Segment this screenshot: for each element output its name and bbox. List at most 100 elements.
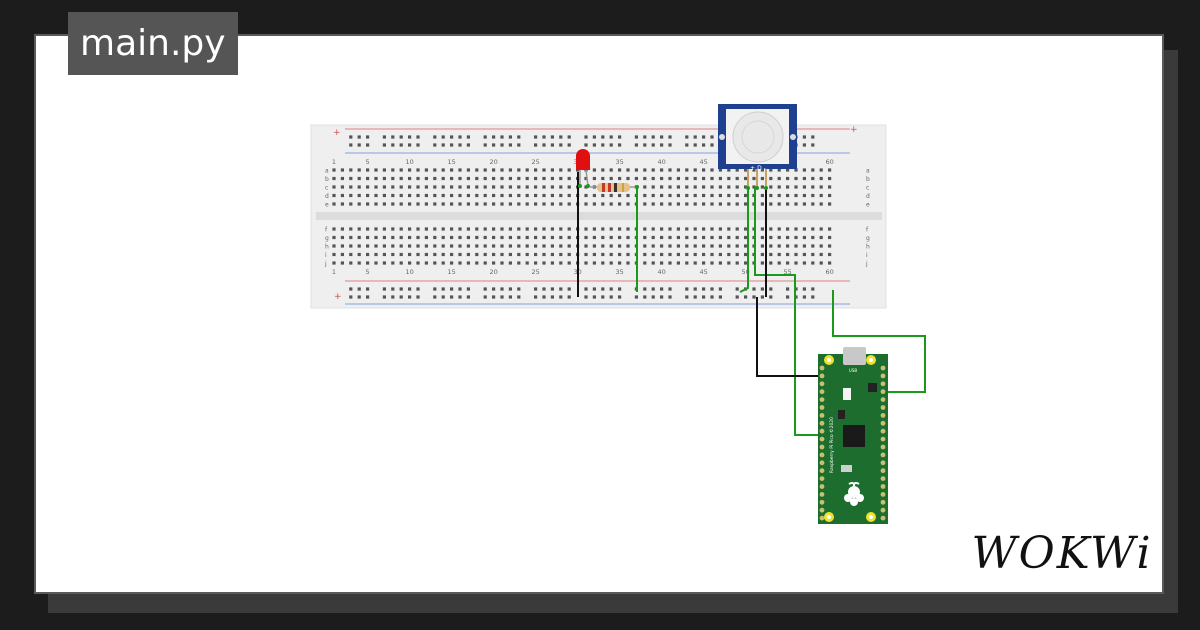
pico-pin: [880, 436, 886, 442]
pico-pin: [819, 397, 825, 402]
file-tab-main[interactable]: main.py: [68, 12, 238, 75]
pico-pin: [819, 492, 825, 497]
column-label: 35: [615, 158, 623, 166]
wokwi-logo-text: WOKWi: [971, 528, 1152, 579]
row-label: c: [866, 185, 869, 192]
wire-pir-vcc: [739, 188, 749, 293]
pico-pin: [880, 444, 886, 450]
row-label: j: [865, 261, 868, 268]
pico-pin: [880, 507, 886, 513]
row-label: b: [866, 176, 870, 183]
pico-pin: [819, 413, 825, 418]
pico-pin: [880, 373, 886, 379]
column-label: 40: [657, 158, 665, 166]
row-label: d: [325, 193, 329, 200]
column-label: 60: [825, 158, 833, 166]
rail-plus-label-bottom: +: [334, 292, 342, 302]
column-label: 15: [447, 158, 455, 166]
column-label: 60: [825, 268, 833, 276]
column-label: 10: [405, 268, 413, 276]
pir-pin-labels: + D -: [750, 165, 766, 172]
column-label: 1: [332, 158, 336, 166]
pico-pin: [880, 476, 886, 481]
pico-pin: [819, 499, 825, 505]
red-led[interactable]: [576, 149, 590, 188]
pico-pin: [819, 484, 825, 489]
row-label: e: [866, 202, 870, 209]
pico-pin: [819, 452, 825, 458]
pico-pin: [880, 428, 886, 434]
rail-plus-label-right: +: [850, 125, 858, 135]
row-label: i: [866, 252, 868, 259]
pico-pin: [819, 381, 825, 387]
pico-pin: [819, 476, 825, 481]
pico-pin: [880, 468, 886, 474]
column-label: 45: [699, 158, 707, 166]
wire-rail-gnd-pico: [756, 297, 825, 377]
column-label: 25: [531, 158, 539, 166]
resistor[interactable]: [590, 183, 639, 192]
row-label: h: [866, 244, 870, 251]
row-label: a: [866, 168, 870, 175]
pico-pin: [819, 373, 825, 379]
pico-board-label: Raspberry Pi Pico ©2020: [828, 417, 835, 473]
pico-pin: [880, 405, 886, 410]
pico-pin: [880, 381, 886, 387]
row-label: a: [325, 168, 329, 175]
row-label: f: [325, 227, 328, 234]
pico-pin: [880, 413, 886, 418]
row-label: h: [325, 244, 329, 251]
pico-pin: [819, 389, 825, 395]
column-label: 25: [531, 268, 539, 276]
pico-pin: [880, 484, 886, 489]
column-label: 15: [447, 268, 455, 276]
pico-pin: [819, 405, 825, 410]
row-label: d: [866, 193, 870, 200]
raspberry-pi-pico[interactable]: USB Raspberry Pi Pico ©2020: [818, 347, 888, 524]
column-label: 5: [366, 268, 370, 276]
row-label: b: [325, 176, 329, 183]
pico-pin: [819, 515, 825, 521]
row-label: i: [325, 252, 327, 259]
pico-pin: [819, 365, 825, 371]
column-label: 5: [366, 158, 370, 166]
column-label: 20: [489, 158, 497, 166]
row-label: f: [866, 227, 869, 234]
column-label: 50: [741, 268, 749, 276]
pico-pin: [819, 428, 825, 434]
usb-label: USB: [849, 368, 857, 373]
pico-pin: [880, 420, 886, 426]
pico-pin: [819, 420, 825, 426]
pico-pin: [880, 365, 886, 371]
rail-plus-label: +: [333, 128, 341, 138]
pico-pin: [819, 507, 825, 513]
wokwi-logo: WOKWi: [971, 528, 1152, 579]
pico-pin: [880, 499, 886, 505]
row-label: j: [324, 261, 327, 268]
wire-rail-pico-vbus: [832, 290, 926, 393]
column-label: 20: [489, 268, 497, 276]
pico-pin: [880, 492, 886, 497]
pico-pin: [880, 515, 886, 521]
pico-pins: [819, 365, 886, 521]
pico-pin: [880, 397, 886, 402]
column-label: 45: [699, 268, 707, 276]
pico-pin: [880, 460, 886, 466]
wire-pir-data: [754, 188, 825, 436]
pir-motion-sensor[interactable]: + D -: [718, 104, 797, 190]
column-label: 10: [405, 158, 413, 166]
column-label: 1: [332, 268, 336, 276]
wires[interactable]: [577, 172, 926, 436]
pico-pin: [819, 436, 825, 442]
row-label: g: [325, 235, 329, 242]
pico-pin: [819, 468, 825, 474]
row-label: e: [325, 202, 329, 209]
column-label: 40: [657, 268, 665, 276]
column-label: 35: [615, 268, 623, 276]
pico-pin: [819, 444, 825, 450]
raspberry-logo-icon: [844, 481, 864, 506]
row-label: c: [325, 185, 328, 192]
